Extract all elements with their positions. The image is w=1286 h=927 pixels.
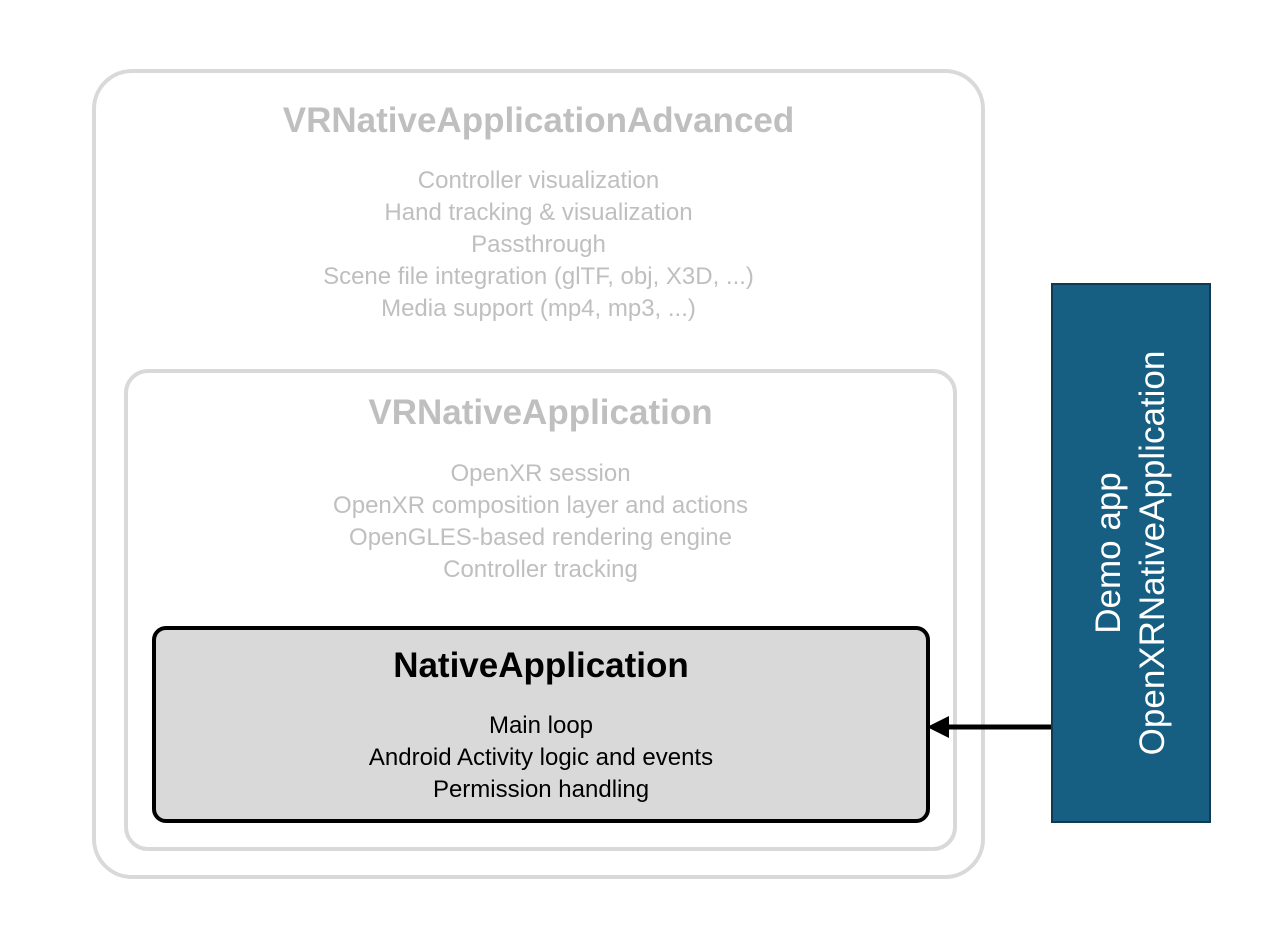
dependency-arrow: [927, 716, 1053, 738]
layer-title: NativeApplication: [393, 646, 689, 685]
demo-app-line: Demo app: [1089, 472, 1128, 634]
feature-item: Scene file integration (glTF, obj, X3D, …: [323, 263, 754, 290]
feature-list: OpenXR session OpenXR composition layer …: [128, 458, 953, 586]
demo-app-name: OpenXRNativeApplication: [1133, 350, 1172, 756]
arrow-head: [927, 716, 949, 738]
feature-item: Controller visualization: [417, 167, 660, 194]
feature-item: Passthrough: [471, 231, 606, 258]
layer-title: VRNativeApplicationAdvanced: [282, 101, 795, 140]
feature-item: Controller tracking: [443, 556, 638, 583]
feature-item: Main loop: [488, 712, 594, 739]
demo-app-label: Demo app OpenXRNativeApplication: [1087, 351, 1175, 756]
layer-title: VRNativeApplication: [368, 393, 713, 432]
feature-item: Android Activity logic and events: [368, 744, 714, 771]
feature-list: Main loop Android Activity logic and eve…: [156, 710, 926, 806]
feature-item: OpenGLES-based rendering engine: [349, 524, 732, 551]
feature-item: Media support (mp4, mp3, ...): [381, 295, 696, 322]
feature-list: Controller visualization Hand tracking &…: [96, 165, 981, 325]
feature-item: OpenXR composition layer and actions: [333, 492, 748, 519]
feature-item: Hand tracking & visualization: [384, 199, 693, 226]
nativeapplication-layer: NativeApplication Main loop Android Acti…: [152, 626, 930, 823]
feature-item: OpenXR session: [450, 460, 631, 487]
demo-app-box: Demo app OpenXRNativeApplication: [1051, 283, 1211, 823]
feature-item: Permission handling: [432, 776, 650, 803]
